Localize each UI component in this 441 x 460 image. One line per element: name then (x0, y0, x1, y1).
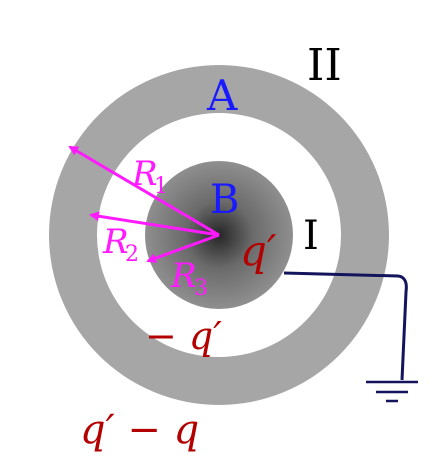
shell-label-a: A (206, 71, 238, 120)
ground-wire (283, 271, 408, 381)
charge-label-sphere: q′ (240, 226, 277, 275)
radius-arrow-r1 (68, 145, 220, 237)
radius-label-r1-subscript: 1 (154, 174, 168, 199)
radius-arrow-r3 (146, 233, 220, 263)
radius-label-r3: R 3 (170, 256, 208, 301)
region-label-inner: I (303, 213, 319, 259)
radius-label-r2-subscript: 2 (125, 242, 139, 267)
charge-label-shell-outer: q′ − q (80, 407, 199, 453)
radius-label-r3-subscript: 3 (194, 276, 208, 301)
radius-label-r1: R 1 (131, 154, 168, 199)
radius-label-r2: R 2 (102, 222, 139, 267)
radius-label-r1-letter: R (131, 154, 158, 194)
radius-label-r2-letter: R (102, 222, 129, 262)
radius-arrow-r2 (89, 211, 220, 237)
ground-symbol-icon (366, 380, 418, 403)
radius-label-r3-letter: R (170, 256, 197, 296)
region-label-outer: II (307, 40, 342, 91)
charge-label-shell-inner: − q′ (145, 314, 222, 358)
sphere-label-b: B (210, 177, 239, 223)
